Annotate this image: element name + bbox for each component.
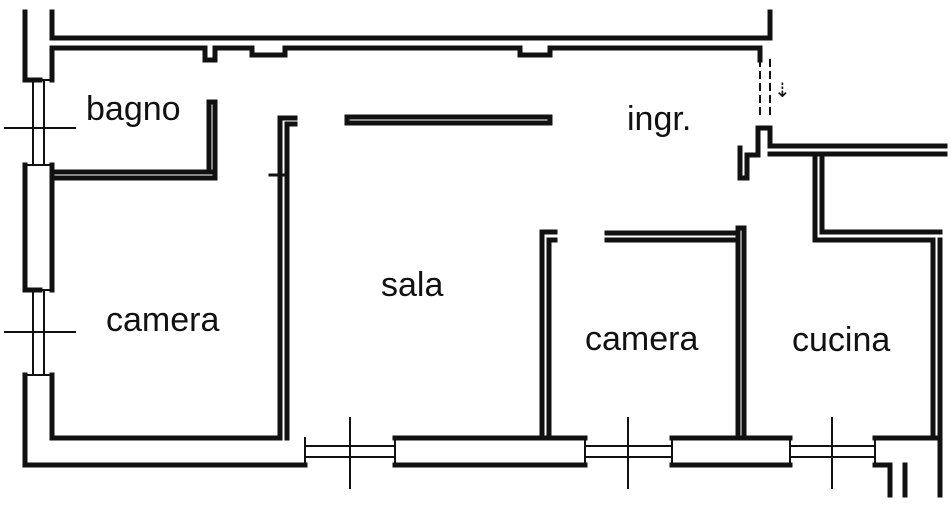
sala-left-wall [268, 115, 298, 441]
room-label-ingresso: ingr. [627, 100, 692, 138]
bagno-walls [49, 99, 218, 181]
entrance-walls [737, 59, 948, 181]
window-bottom-sala [304, 417, 396, 489]
room-label-camera-left: camera [106, 301, 220, 339]
room-label-bagno: bagno [86, 90, 181, 128]
window-bottom-cucina [789, 417, 876, 489]
window-bottom-camera [584, 417, 673, 489]
outer-wall-top [49, 9, 773, 63]
room-label-camera-right: camera [585, 320, 699, 358]
window-left-camera [4, 289, 76, 376]
outer-wall-bottom [392, 237, 943, 498]
cucina-walls [812, 151, 943, 441]
interior-bar [344, 114, 553, 126]
camera-right-walls [539, 225, 747, 441]
entry-arrow-icon: ⇣ [774, 78, 791, 102]
room-label-sala: sala [381, 266, 444, 304]
room-label-cucina: cucina [792, 321, 891, 359]
window-left-bagno [4, 79, 76, 166]
outer-wall-left [22, 9, 308, 468]
